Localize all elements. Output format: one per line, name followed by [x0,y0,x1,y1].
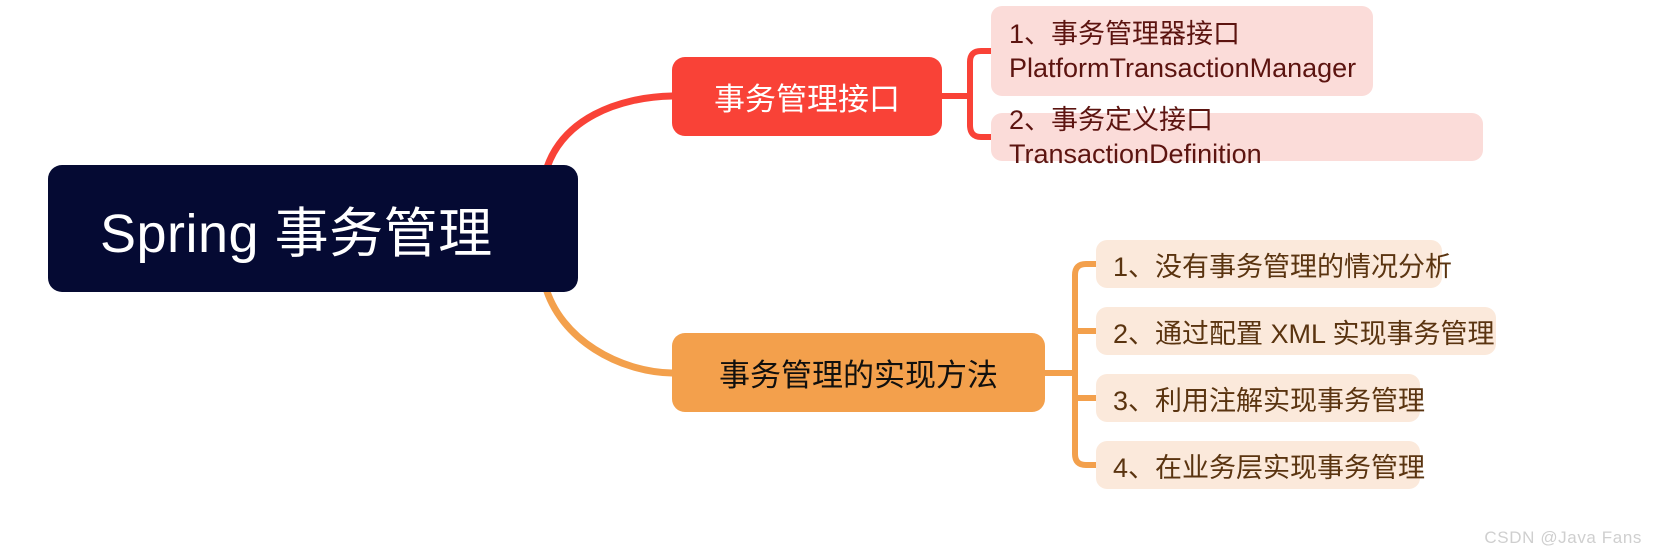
leaf-node-label: 2、通过配置 XML 实现事务管理 [1113,318,1495,349]
leaf-node-annotation-based[interactable]: 3、利用注解实现事务管理 [1096,374,1425,422]
leaf-node-label: 2、事务定义接口 TransactionDefinition [1009,104,1262,169]
link-orange-spine [1072,261,1096,468]
watermark: CSDN @Java Fans [1484,528,1642,547]
branch-node-transaction-management-interface[interactable]: 事务管理接口 [672,57,942,136]
leaf-node-service-layer[interactable]: 4、在业务层实现事务管理 [1096,441,1425,489]
link-red-spine [967,48,991,140]
root-node[interactable]: Spring 事务管理 [48,165,578,292]
link-root-to-red-branch [541,92,676,178]
leaf-node-no-transaction-analysis[interactable]: 1、没有事务管理的情况分析 [1096,240,1452,288]
branch-node-transaction-management-implementation[interactable]: 事务管理的实现方法 [672,333,1045,412]
leaf-node-label: 3、利用注解实现事务管理 [1113,385,1426,416]
leaf-node-transaction-definition-interface[interactable]: 2、事务定义接口 TransactionDefinition [991,105,1483,169]
leaf-node-xml-configuration[interactable]: 2、通过配置 XML 实现事务管理 [1096,307,1496,355]
leaf-node-label: 1、没有事务管理的情况分析 [1113,251,1453,282]
leaf-node-transaction-manager-interface[interactable]: 1、事务管理器接口 PlatformTransactionManager [991,6,1373,96]
branch-node-label: 事务管理的实现方法 [719,358,998,393]
link-root-to-orange-branch [541,281,676,377]
branch-node-label: 事务管理接口 [714,82,900,117]
root-node-label: Spring 事务管理 [100,204,493,264]
leaf-node-label: 4、在业务层实现事务管理 [1113,452,1426,483]
leaf-node-label: 1、事务管理器接口 PlatformTransactionManager [1009,18,1357,83]
